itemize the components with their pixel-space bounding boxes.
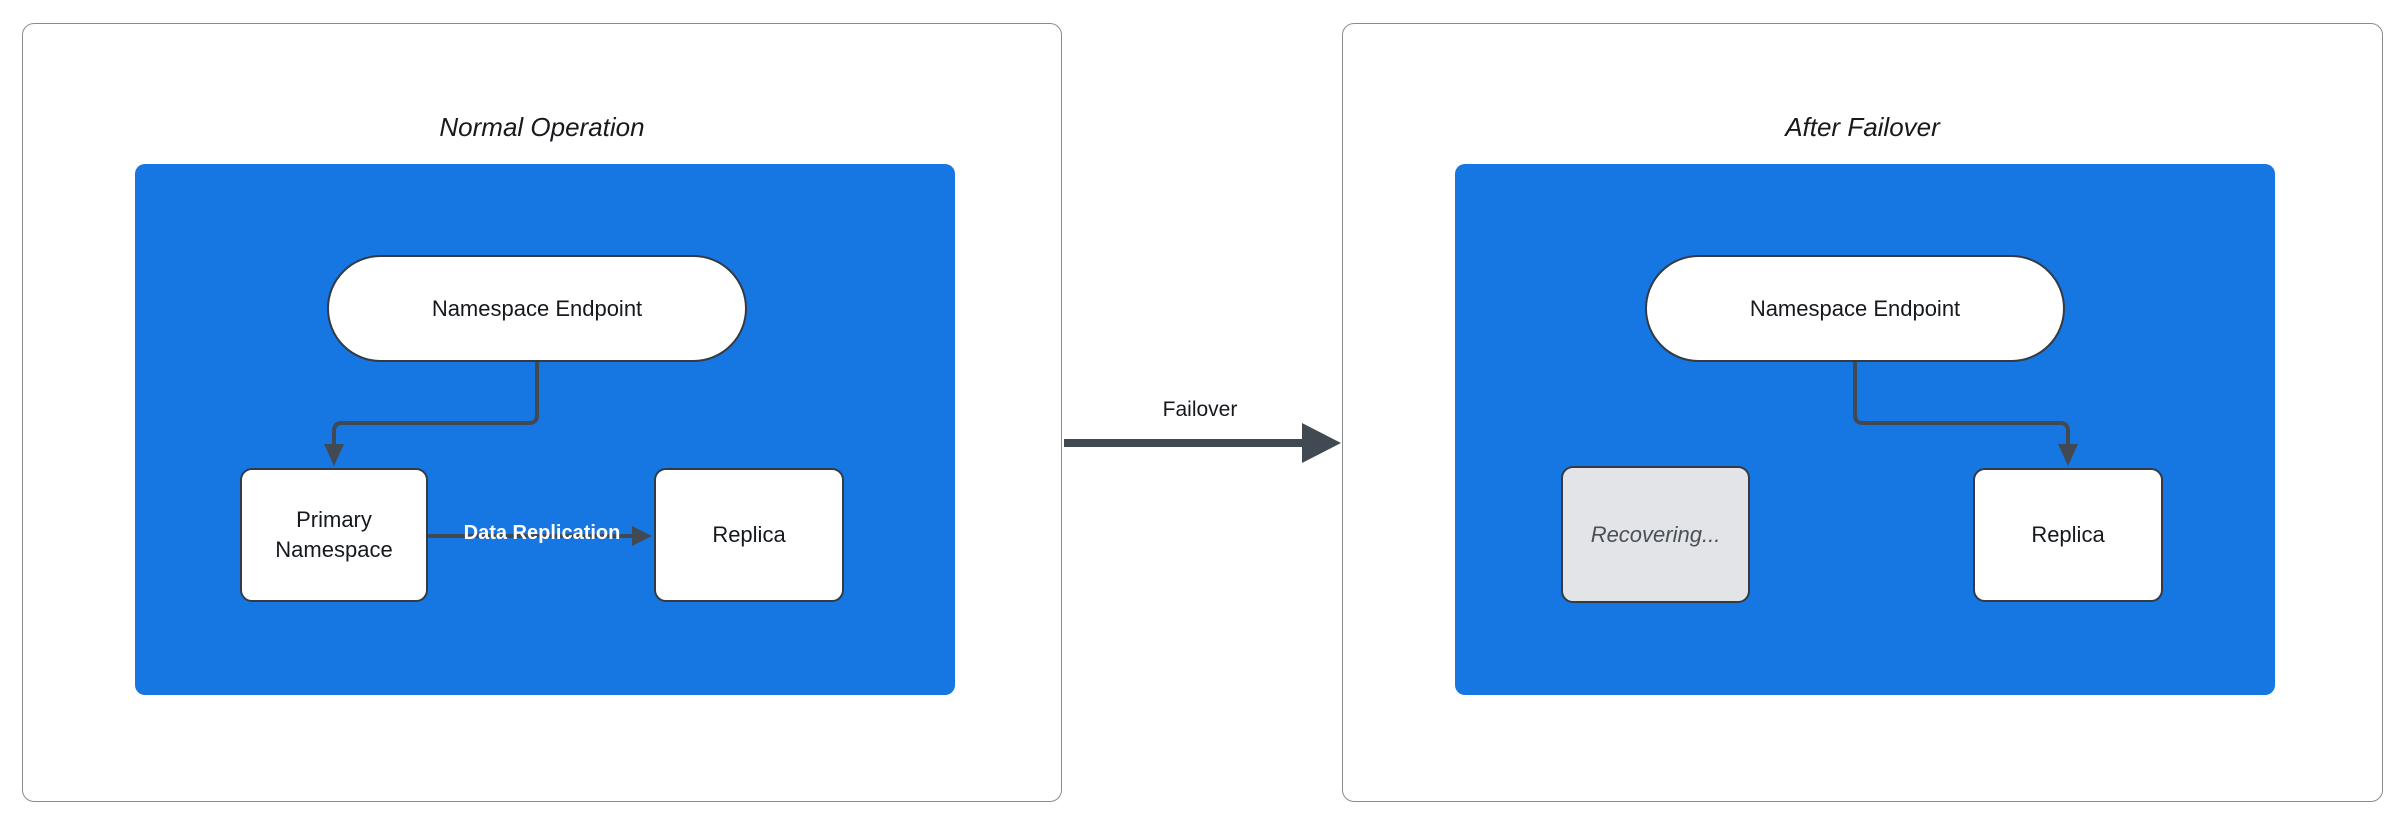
failover-arrow bbox=[1064, 423, 1341, 463]
replica-node-left: Replica bbox=[654, 468, 844, 602]
normal-operation-cluster bbox=[135, 164, 955, 695]
arrow-right-icon bbox=[1302, 423, 1341, 463]
failover-edge-label: Failover bbox=[1162, 398, 1238, 421]
recovering-label: Recovering... bbox=[1590, 521, 1721, 547]
namespace-endpoint-label: Namespace Endpoint bbox=[431, 295, 643, 321]
after-failover-title: After Failover bbox=[1785, 112, 1940, 142]
replica-node-right: Replica bbox=[1973, 468, 2163, 602]
namespace-endpoint-node-right: Namespace Endpoint bbox=[1645, 255, 2065, 362]
replica-label: Replica bbox=[2031, 522, 2105, 548]
primary-namespace-label: Primary Namespace bbox=[275, 507, 393, 562]
data-replication-edge-label: Data Replication bbox=[463, 522, 621, 544]
namespace-endpoint-label: Namespace Endpoint bbox=[1749, 295, 1961, 321]
normal-operation-title: Normal Operation bbox=[439, 112, 645, 142]
replica-label: Replica bbox=[712, 522, 786, 548]
primary-namespace-node: Primary Namespace bbox=[240, 468, 428, 602]
namespace-endpoint-node-left: Namespace Endpoint bbox=[327, 255, 747, 362]
recovering-node: Recovering... bbox=[1561, 466, 1750, 603]
after-failover-cluster bbox=[1455, 164, 2275, 695]
